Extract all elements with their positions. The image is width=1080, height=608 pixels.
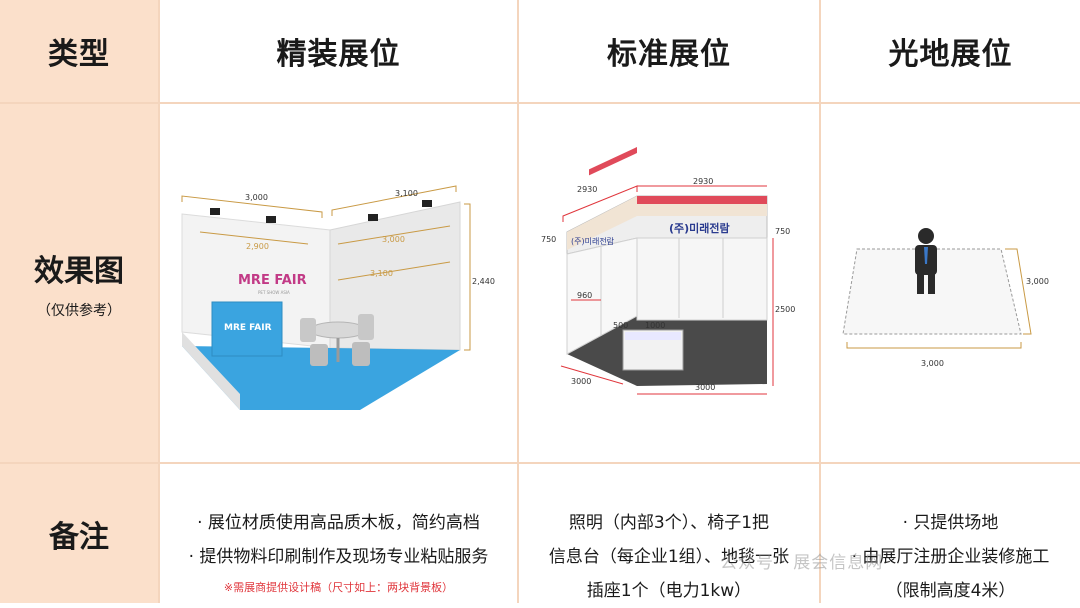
deluxe-wall-logo: MRE FAIR: [238, 273, 307, 288]
effect-label: 效果图: [34, 254, 124, 289]
deluxe-note-red: ※需展商提供设计稿（尺寸如上：两块背景板）: [223, 581, 454, 594]
standard-dim-9: 3000: [571, 377, 591, 386]
deluxe-dim-1: 3,000: [245, 193, 268, 202]
notes-label: 备注: [49, 519, 109, 555]
deluxe-note-1: · 展位材质使用高品质木板，简约高档: [197, 513, 480, 533]
deluxe-wall-logo-sub: PET SHOW ASIA: [258, 290, 290, 295]
standard-fascia-left: (주)미래전람: [571, 236, 615, 246]
standard-booth-illustration: (주)미래전람 (주)미래전람 2930 2930 750 750 960 25…: [541, 146, 795, 395]
deluxe-note-2: · 提供物料印刷制作及现场专业粘贴服务: [188, 547, 489, 567]
deluxe-dim-6: 2,440: [472, 277, 495, 286]
raw-note-3: （限制高度4米）: [885, 581, 1016, 601]
deluxe-counter-logo: MRE FAIR: [224, 323, 272, 333]
header-standard: 标准展位: [519, 0, 819, 102]
standard-dim-10: 3000: [695, 383, 715, 392]
deluxe-dim-3: 2,900: [246, 242, 269, 251]
standard-note-1: 照明（内部3个）、椅子1把: [568, 513, 770, 533]
raw-note-1: · 只提供场地: [902, 513, 999, 533]
standard-note-3: 插座1个（电力1kw）: [586, 581, 752, 601]
notes-label-cell: 备注: [0, 464, 158, 603]
deluxe-dim-5: 3,100: [370, 269, 393, 278]
deluxe-booth-illustration: 3,000 3,100 2,900 3,000 3,100 2,440 MRE …: [181, 185, 495, 410]
header-type: 类型: [0, 0, 158, 102]
raw-space-cell: 3,000 3,000: [821, 104, 1080, 462]
raw-notes-cell: · 只提供场地 · 由展厅注册企业装修施工 （限制高度4米）: [821, 464, 1080, 603]
header-type-label: 类型: [48, 37, 110, 72]
standard-dim-2: 2930: [693, 177, 713, 186]
header-raw: 光地展位: [821, 0, 1080, 102]
standard-notes-cell: 照明（内部3个）、椅子1把 信息台（每企业1组）、地毯一张 插座1个（电力1kw…: [519, 464, 819, 603]
standard-fascia-right: (주)미래전람: [669, 221, 730, 235]
standard-dim-8: 1000: [645, 321, 665, 330]
deluxe-booth-cell: 3,000 3,100 2,900 3,000 3,100 2,440 MRE …: [160, 104, 517, 462]
header-deluxe-label: 精装展位: [276, 37, 401, 72]
raw-note-2: · 由展厅注册企业装修施工: [851, 547, 1050, 567]
raw-space-illustration: 3,000 3,000: [842, 228, 1049, 368]
standard-dim-4: 750: [775, 227, 790, 236]
standard-dim-7: 500: [613, 321, 628, 330]
header-standard-label: 标准展位: [607, 37, 731, 72]
deluxe-dim-4: 3,000: [382, 235, 405, 244]
header-deluxe: 精装展位: [160, 0, 517, 102]
header-raw-label: 光地展位: [888, 37, 1013, 72]
effect-sublabel: （仅供参考）: [37, 303, 121, 319]
standard-booth-cell: (주)미래전람 (주)미래전람 2930 2930 750 750 960 25…: [519, 104, 819, 462]
deluxe-notes-cell: · 展位材质使用高品质木板，简约高档 · 提供物料印刷制作及现场专业粘贴服务 ※…: [160, 464, 517, 603]
standard-dim-3: 750: [541, 235, 556, 244]
raw-dim-width: 3,000: [921, 359, 944, 368]
standard-dim-5: 960: [577, 291, 592, 300]
standard-dim-1: 2930: [577, 185, 597, 194]
deluxe-dim-2: 3,100: [395, 189, 418, 198]
standard-note-2: 信息台（每企业1组）、地毯一张: [548, 547, 790, 567]
effect-label-cell: 效果图 （仅供参考）: [0, 104, 158, 462]
raw-dim-depth: 3,000: [1026, 277, 1049, 286]
standard-dim-6: 2500: [775, 305, 795, 314]
